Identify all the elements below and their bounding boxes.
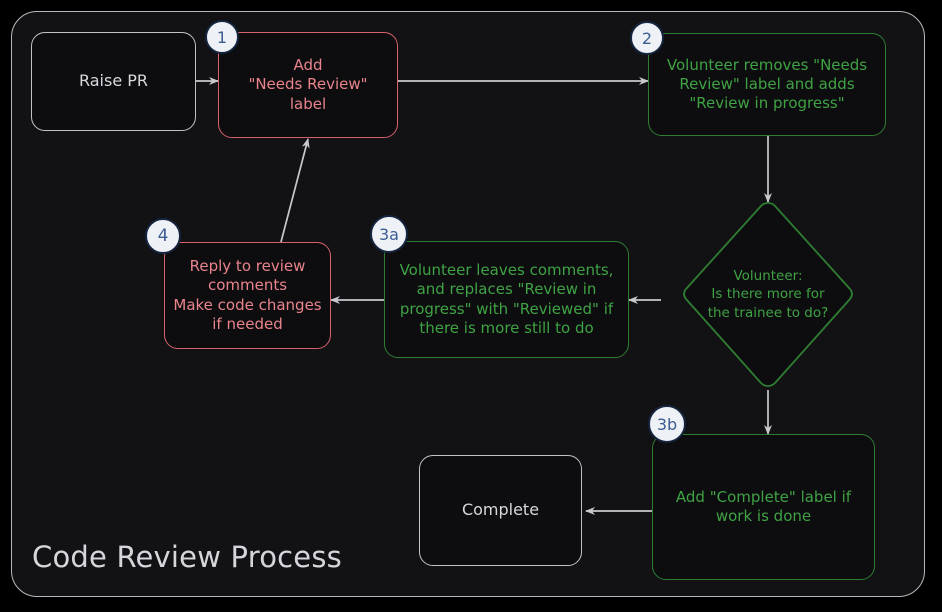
node-decision-more-work-label: Volunteer: Is there more for the trainee… xyxy=(707,268,829,321)
node-complete[interactable]: Complete xyxy=(419,455,582,566)
badge-step-3a-text: 3a xyxy=(379,224,399,244)
node-volunteer-leaves-comments[interactable]: Volunteer leaves comments, and replaces … xyxy=(384,241,629,358)
badge-step-3b-text: 3b xyxy=(656,414,678,434)
diagram-title: Code Review Process xyxy=(32,540,342,574)
node-volunteer-leaves-comments-label: Volunteer leaves comments, and replaces … xyxy=(399,261,614,337)
badge-step-1: 1 xyxy=(205,20,239,54)
node-volunteer-removes-label: Volunteer removes "Needs Review" label a… xyxy=(666,55,868,113)
node-add-needs-review-label: Add "Needs Review" label xyxy=(248,56,368,113)
badge-step-2-text: 2 xyxy=(641,28,653,48)
badge-step-4: 4 xyxy=(145,218,181,254)
node-volunteer-removes[interactable]: Volunteer removes "Needs Review" label a… xyxy=(648,33,886,136)
node-reply-to-review-label: Reply to review comments Make code chang… xyxy=(173,257,322,333)
node-reply-to-review[interactable]: Reply to review comments Make code chang… xyxy=(164,242,331,349)
node-raise-pr[interactable]: Raise PR xyxy=(31,32,196,131)
node-raise-pr-label: Raise PR xyxy=(78,71,149,91)
badge-step-4-text: 4 xyxy=(157,226,169,246)
node-decision-more-work-label-wrap: Volunteer: Is there more for the trainee… xyxy=(682,203,854,386)
badge-step-1-text: 1 xyxy=(216,27,228,47)
badge-step-3b: 3b xyxy=(648,405,686,443)
badge-step-2: 2 xyxy=(630,21,664,55)
node-add-complete-label-text: Add "Complete" label if work is done xyxy=(675,487,852,525)
node-complete-label: Complete xyxy=(461,500,540,520)
node-add-complete-label[interactable]: Add "Complete" label if work is done xyxy=(652,434,875,580)
badge-step-3a: 3a xyxy=(370,215,408,253)
node-decision-more-work[interactable]: Volunteer: Is there more for the trainee… xyxy=(682,203,854,386)
node-add-needs-review[interactable]: Add "Needs Review" label xyxy=(218,32,398,138)
